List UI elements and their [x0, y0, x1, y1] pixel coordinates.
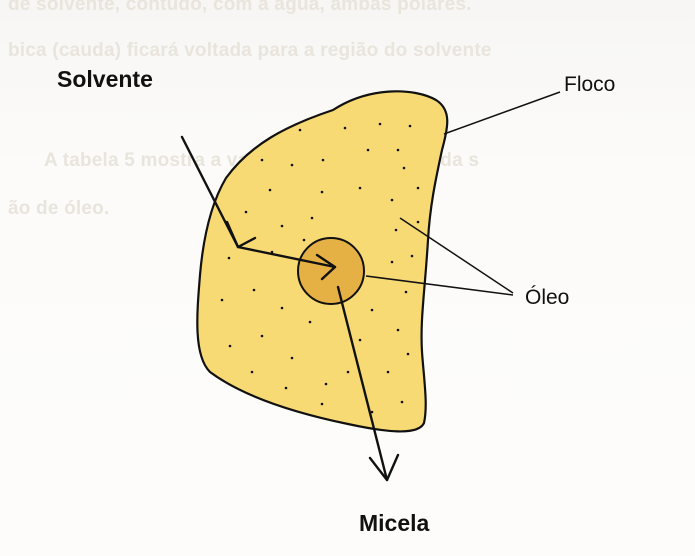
- speckle-dot: [245, 211, 248, 214]
- speckle-dot: [391, 261, 394, 264]
- speckle-dot: [347, 371, 350, 374]
- speckle-dot: [253, 289, 256, 292]
- speckle-dot: [344, 127, 347, 130]
- speckle-dot: [409, 125, 412, 128]
- label-micela: Micela: [359, 510, 429, 537]
- speckle-dot: [359, 339, 362, 342]
- leader-floco: [444, 92, 560, 134]
- speckle-dot: [261, 335, 264, 338]
- label-solvente: Solvente: [57, 66, 153, 93]
- speckle-dot: [229, 345, 232, 348]
- speckle-dot: [417, 187, 420, 190]
- speckle-dot: [379, 123, 382, 126]
- speckle-dot: [291, 164, 294, 167]
- speckle-dot: [281, 307, 284, 310]
- speckle-dot: [397, 329, 400, 332]
- speckle-dot: [291, 357, 294, 360]
- label-oleo: Óleo: [525, 286, 569, 310]
- speckle-dot: [281, 225, 284, 228]
- speckle-dot: [311, 217, 314, 220]
- speckle-dot: [359, 187, 362, 190]
- speckle-dot: [228, 257, 231, 260]
- label-floco: Floco: [564, 73, 615, 97]
- speckle-dot: [309, 321, 312, 324]
- speckle-dot: [321, 191, 324, 194]
- speckle-dot: [303, 239, 306, 242]
- speckle-dot: [401, 401, 404, 404]
- speckle-dot: [269, 189, 272, 192]
- speckle-dot: [321, 403, 324, 406]
- speckle-dot: [387, 371, 390, 374]
- speckle-dot: [299, 129, 302, 132]
- speckle-dot: [403, 167, 406, 170]
- speckle-dot: [221, 299, 224, 302]
- speckle-dot: [407, 353, 410, 356]
- speckle-dot: [251, 371, 254, 374]
- speckle-dot: [285, 387, 288, 390]
- speckle-dot: [411, 255, 414, 258]
- speckle-dot: [417, 221, 420, 224]
- speckle-dot: [391, 199, 394, 202]
- speckle-dot: [322, 159, 325, 162]
- speckle-dot: [261, 159, 264, 162]
- speckle-dot: [367, 149, 370, 152]
- speckle-dot: [325, 383, 328, 386]
- speckle-dot: [405, 291, 408, 294]
- speckle-dot: [397, 149, 400, 152]
- speckle-dot: [371, 309, 374, 312]
- speckle-dot: [395, 229, 398, 232]
